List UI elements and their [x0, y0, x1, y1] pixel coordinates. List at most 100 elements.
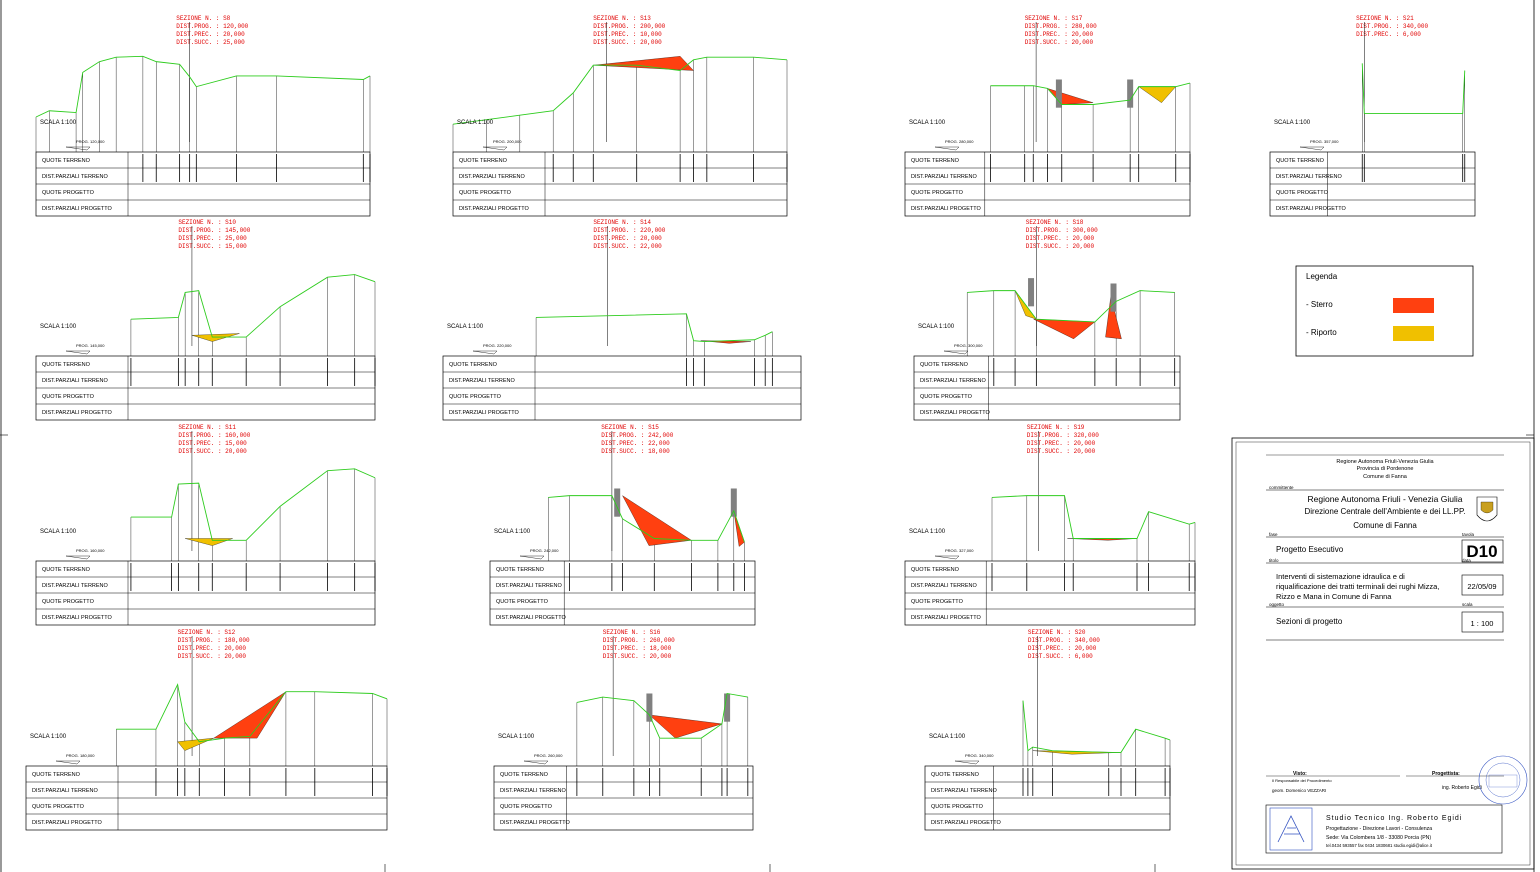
tb-scala: 1 : 100	[1471, 619, 1494, 628]
section-header-line: DIST.SUCC. : 20,000	[1026, 243, 1095, 250]
tb-data-label: data	[1462, 558, 1471, 563]
section-header-line: SEZIONE N. : S10	[178, 219, 236, 226]
legend-label-sterro: - Sterro	[1306, 300, 1333, 309]
region-emblem	[1476, 496, 1498, 522]
prog-label: PROG. 145,000	[76, 343, 105, 348]
prog-label: PROG. 160,000	[76, 548, 105, 553]
table-row-label: QUOTE PROGETTO	[1276, 190, 1329, 196]
section-header-line: DIST.PREC. : 20,000	[1027, 440, 1096, 447]
ground-profile	[1022, 700, 1171, 753]
section-header-line: DIST.SUCC. : 20,000	[1025, 39, 1094, 46]
section-header-line: SEZIONE N. : S20	[1028, 629, 1086, 636]
table-row-label: DIST.PARZIALI PROGETTO	[32, 820, 103, 826]
section-header-line: DIST.SUCC. : 25,000	[176, 39, 245, 46]
section-header-line: DIST.PROG. : 340,000	[1356, 23, 1428, 30]
table-row-label: QUOTE TERRENO	[911, 158, 960, 164]
scale-label: SCALA 1:100	[30, 734, 67, 740]
tb-studio-1: Studio Tecnico Ing. Roberto Egidi	[1326, 815, 1462, 822]
table-row-label: QUOTE PROGETTO	[449, 394, 502, 400]
tb-titolo-1: Interventi di sistemazione idraulica e d…	[1276, 572, 1405, 581]
section-header-line: DIST.PROG. : 242,000	[601, 432, 673, 439]
retaining-wall	[614, 488, 621, 517]
tb-region: Regione Autonoma Friuli-Venezia Giulia	[1336, 459, 1434, 465]
section-header-line: DIST.PROG. : 260,000	[603, 637, 675, 644]
tb-progettista-name: ing. Roberto Egidi	[1442, 785, 1482, 791]
prog-marker	[65, 350, 91, 355]
prog-label: PROG. 180,000	[66, 753, 95, 758]
table-row-label: DIST.PARZIALI TERRENO	[42, 583, 109, 589]
ground-profile	[991, 495, 1196, 539]
section-header-line: DIST.PROG. : 220,000	[593, 227, 665, 234]
table-row-label: DIST.PARZIALI PROGETTO	[920, 410, 991, 416]
tb-province: Provincia di Pordenone	[1357, 466, 1414, 472]
sterro-area	[593, 56, 694, 71]
section-header-line: DIST.PREC. : 20,000	[1025, 31, 1094, 38]
tb-fase: Progetto Esecutivo	[1276, 545, 1344, 554]
sterro-area	[213, 691, 287, 739]
table-row-label: DIST.PARZIALI TERRENO	[1276, 174, 1343, 180]
section-header-line: DIST.PREC. : 25,000	[178, 235, 247, 242]
table-row-label: DIST.PARZIALI PROGETTO	[449, 410, 520, 416]
prog-marker	[55, 760, 81, 765]
table-row-label: QUOTE PROGETTO	[459, 190, 512, 196]
table-row-label: QUOTE PROGETTO	[931, 804, 984, 810]
table-row-label: DIST.PARZIALI TERRENO	[32, 788, 99, 794]
prog-label: PROG. 340,000	[965, 753, 994, 758]
section-header-line: DIST.SUCC. : 6,000	[1028, 653, 1093, 660]
table-row-label: DIST.PARZIALI PROGETTO	[42, 615, 113, 621]
section-header-line: DIST.PREC. : 10,000	[593, 31, 662, 38]
table-row-label: QUOTE TERRENO	[449, 362, 498, 368]
ground-profile	[130, 468, 376, 541]
section-header-line: SEZIONE N. : S18	[1026, 219, 1084, 226]
prog-marker	[482, 146, 508, 151]
table-row-label: QUOTE PROGETTO	[500, 804, 553, 810]
scale-label: SCALA 1:100	[457, 120, 494, 126]
tb-titolo-3: Rizzo e Mana in Comune di Fanna	[1276, 592, 1392, 601]
section-header-line: SEZIONE N. : S19	[1027, 424, 1085, 431]
section-header-line: DIST.SUCC. : 20,000	[1027, 448, 1096, 455]
table-row-label: DIST.PARZIALI PROGETTO	[500, 820, 571, 826]
scale-label: SCALA 1:100	[40, 324, 77, 330]
table-row-label: DIST.PARZIALI PROGETTO	[911, 615, 982, 621]
ground-profile	[990, 82, 1191, 105]
section-header-line: SEZIONE N. : S15	[601, 424, 659, 431]
table-row-label: QUOTE PROGETTO	[911, 599, 964, 605]
table-row-label: QUOTE PROGETTO	[42, 190, 95, 196]
section-header-line: DIST.PREC. : 18,000	[603, 645, 672, 652]
legend: Legenda - Sterro - Riporto	[1295, 265, 1474, 357]
prog-label: PROG. 120,000	[76, 139, 105, 144]
table-row-label: DIST.PARZIALI PROGETTO	[911, 206, 982, 212]
table-row-label: DIST.PARZIALI TERRENO	[42, 378, 109, 384]
section-header-line: DIST.SUCC. : 22,000	[593, 243, 662, 250]
studio-logo	[1269, 807, 1313, 851]
scale-label: SCALA 1:100	[1274, 120, 1311, 126]
scale-label: SCALA 1:100	[447, 324, 484, 330]
ground-profile	[130, 274, 376, 338]
tb-comune: Comune di Fanna	[1363, 474, 1408, 480]
title-block: Regione Autonoma Friuli-Venezia Giulia P…	[1231, 437, 1535, 870]
tb-visto-sub: Il Responsabile del Procedimento	[1272, 778, 1332, 783]
table-row-label: DIST.PARZIALI TERRENO	[500, 788, 567, 794]
prog-label: PROG. 220,000	[483, 343, 512, 348]
section-header-line: SEZIONE N. : S16	[603, 629, 661, 636]
section-header-line: SEZIONE N. : S8	[176, 15, 230, 22]
prog-label: PROG. 242,000	[530, 548, 559, 553]
table-row-label: QUOTE TERRENO	[931, 772, 980, 778]
section-header-line: DIST.PREC. : 22,000	[601, 440, 670, 447]
section-header-line: DIST.PREC. : 6,000	[1356, 31, 1421, 38]
retaining-wall	[646, 693, 653, 722]
prog-marker	[934, 555, 960, 560]
section-header-line: DIST.PROG. : 320,000	[1027, 432, 1099, 439]
section-header-line: DIST.PROG. : 340,000	[1028, 637, 1100, 644]
tb-visto-label: Visto:	[1293, 771, 1307, 777]
prog-marker	[1299, 146, 1325, 151]
prog-marker	[65, 146, 91, 151]
tb-studio-2: Progettazione - Direzione Lavori - Consu…	[1326, 826, 1432, 832]
